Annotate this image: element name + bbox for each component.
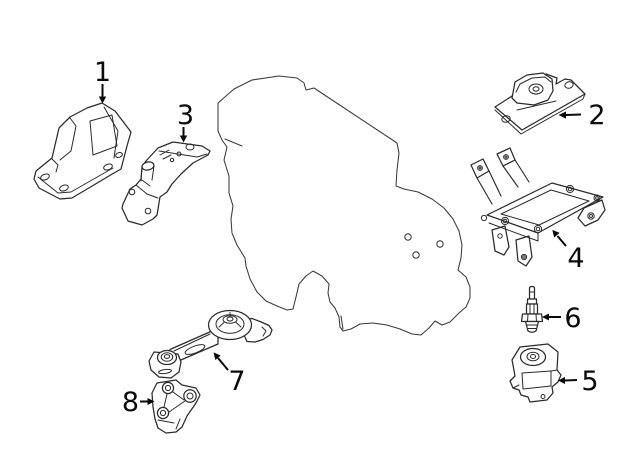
callout-4-label: 4	[567, 243, 584, 274]
callout-7[interactable]: 7	[213, 352, 246, 397]
part-3-support-bracket	[121, 141, 211, 226]
part-2-transmission-mount	[494, 72, 586, 135]
callout-5-label: 5	[581, 366, 598, 397]
callout-7-arrow-line	[217, 357, 229, 371]
callout-5-arrow-line	[564, 379, 578, 382]
part-1-engine-mount-bracket	[33, 102, 132, 200]
engine-silhouette	[217, 75, 471, 336]
callout-4-arrow-head	[552, 229, 560, 238]
callout-5-arrow-head	[558, 377, 565, 384]
callout-4-arrow-line	[556, 235, 567, 247]
part-8-torque-rod-bracket	[151, 379, 201, 434]
part-5-roll-rod-mount	[509, 343, 562, 403]
callout-6[interactable]: 6	[542, 303, 582, 334]
part-6-stud-bolt	[520, 285, 544, 333]
part-4-mount-bracket	[470, 147, 606, 267]
callout-6-label: 6	[564, 303, 581, 334]
callout-3-arrow-head	[179, 135, 188, 143]
callout-1-arrow-head	[98, 96, 107, 104]
callout-3[interactable]: 3	[177, 100, 194, 143]
callout-2-label: 2	[588, 100, 605, 131]
callout-2-arrow-line	[565, 113, 582, 116]
callout-7-label: 7	[228, 366, 245, 397]
callout-1-label: 1	[94, 57, 111, 88]
callout-3-label: 3	[177, 100, 194, 131]
part-7-torque-rod	[148, 309, 273, 379]
callout-8-label: 8	[122, 387, 139, 418]
callout-5[interactable]: 5	[558, 366, 599, 397]
callout-2-arrow-head	[558, 111, 566, 119]
callout-1[interactable]: 1	[94, 57, 111, 104]
callout-6-arrow-head	[542, 313, 549, 321]
callout-2[interactable]: 2	[558, 100, 606, 131]
callout-7-arrow-head	[213, 352, 221, 360]
callout-8-arrow-head	[147, 398, 155, 405]
callout-8[interactable]: 8	[122, 387, 155, 418]
callout-4[interactable]: 4	[552, 229, 585, 274]
